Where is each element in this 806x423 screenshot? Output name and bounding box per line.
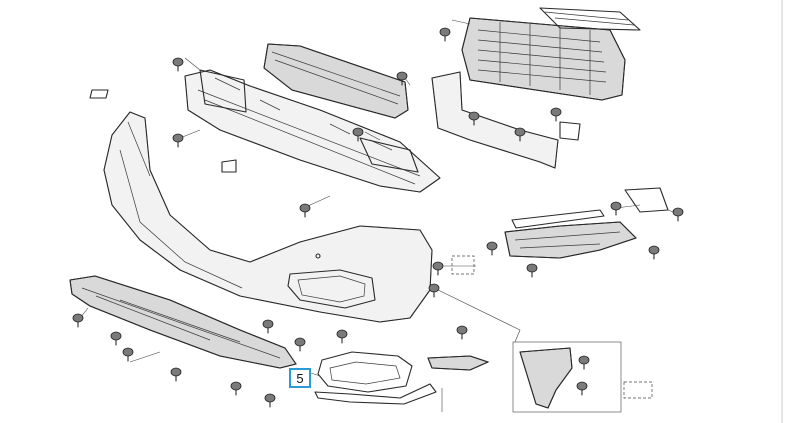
fastener-icon: [486, 241, 498, 256]
upper-absorber: [263, 43, 409, 119]
fastener-icon: [336, 329, 348, 344]
fastener-icon: [439, 27, 451, 42]
fastener-icon: [172, 133, 184, 148]
fastener-icon: [172, 57, 184, 72]
fastener-icon: [170, 367, 182, 382]
page-edge-rule: [781, 0, 783, 423]
label-tags: [89, 89, 237, 173]
fastener-icon: [576, 381, 588, 396]
fastener-icon: [352, 127, 364, 142]
fastener-icon: [456, 325, 468, 340]
fastener-icon: [578, 355, 590, 370]
upper-side-bracket: [431, 71, 581, 169]
fastener-icon: [428, 283, 440, 298]
fastener-icon: [264, 393, 276, 408]
callout-5[interactable]: 5: [289, 368, 311, 388]
fastener-icon: [230, 381, 242, 396]
fastener-icon: [514, 127, 526, 142]
fastener-icon: [672, 207, 684, 222]
inset-bracket: [512, 341, 653, 413]
fastener-icon: [432, 261, 444, 276]
fastener-icon: [294, 337, 306, 352]
bumper-beam: [184, 69, 441, 193]
bumper-side-molding: [427, 355, 490, 371]
fastener-icon: [299, 203, 311, 218]
fastener-icon: [526, 263, 538, 278]
fastener-icon: [468, 111, 480, 126]
lower-under-cover: [69, 275, 297, 369]
fastener-icon: [122, 347, 134, 362]
active-grille-shutter: [461, 7, 641, 101]
side-spacer: [504, 187, 669, 259]
fastener-icon: [648, 245, 660, 260]
fastener-icon: [262, 319, 274, 334]
fog-light-garnish: [314, 351, 437, 405]
fastener-icon: [110, 331, 122, 346]
fastener-icon: [396, 71, 408, 86]
fastener-icon: [72, 313, 84, 328]
screws-and-clips: [72, 27, 684, 408]
fastener-icon: [610, 201, 622, 216]
fastener-icon: [550, 107, 562, 122]
